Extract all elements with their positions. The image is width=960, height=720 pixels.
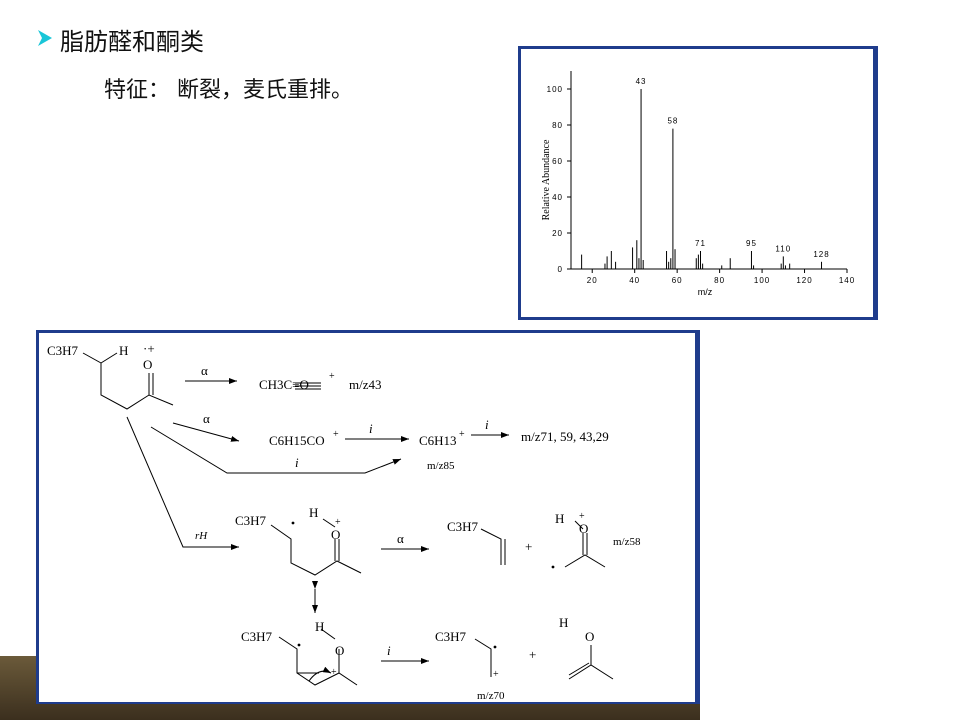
label-radical-cation: ·+ xyxy=(143,341,155,356)
slide-subtitle: 特征： 断裂，麦氏重排。 xyxy=(104,78,353,103)
label-ion-43: CH3C≡O xyxy=(259,377,309,392)
label-o-1: O xyxy=(143,357,152,372)
label-h-5: H xyxy=(559,615,568,630)
label-plus-9: + xyxy=(529,647,536,662)
peak-label: 58 xyxy=(667,117,678,126)
label-mz70: m/z70 xyxy=(477,690,505,702)
label-o-2: O xyxy=(331,527,340,542)
peak-label: 128 xyxy=(813,250,829,259)
label-o-5: O xyxy=(585,629,594,644)
label-h-1: H xyxy=(119,343,128,358)
label-ion-c6h15co: C6H15CO xyxy=(269,433,325,448)
peak-label: 71 xyxy=(695,239,706,248)
label-mz-series: m/z71, 59, 43,29 xyxy=(521,429,609,444)
long-i-arrow xyxy=(150,426,402,474)
y-tick-label: 0 xyxy=(558,265,563,274)
label-mz85: m/z85 xyxy=(427,460,455,472)
y-tick-label: 80 xyxy=(552,121,563,130)
label-plus-5: + xyxy=(525,539,532,554)
label-alpha-3: α xyxy=(397,531,404,546)
label-i-1: i xyxy=(369,421,373,436)
label-mz58: m/z58 xyxy=(613,536,641,548)
fragmentation-scheme: C3H7 H ·+ O α CH3C≡O + m/z43 α C6H15CO +… xyxy=(47,341,641,702)
x-tick-label: 100 xyxy=(754,276,770,285)
peak-label: 95 xyxy=(746,239,757,248)
label-alpha-1: α xyxy=(201,363,208,378)
label-rh: rH xyxy=(195,530,208,542)
label-c3h7-1: C3H7 xyxy=(47,343,79,358)
start-molecule-bonds xyxy=(82,352,174,410)
y-tick-label: 100 xyxy=(547,85,563,94)
label-i-2: i xyxy=(485,417,489,432)
x-tick-label: 40 xyxy=(629,276,640,285)
label-h-4: H xyxy=(315,619,324,634)
label-i-4: i xyxy=(387,643,391,658)
x-tick-label: 140 xyxy=(839,276,855,285)
x-axis-label: m/z xyxy=(698,287,713,297)
bullet-arrow-icon xyxy=(38,30,52,46)
label-plus-8: + xyxy=(493,669,499,680)
label-h-2: H xyxy=(309,505,318,520)
x-tick-label: 80 xyxy=(714,276,725,285)
y-tick-label: 40 xyxy=(552,193,563,202)
rh-arrow xyxy=(126,416,239,550)
peak-label: 43 xyxy=(636,77,647,86)
x-tick-label: 60 xyxy=(672,276,683,285)
label-plus-6: + xyxy=(579,511,585,522)
y-tick-label: 20 xyxy=(552,229,563,238)
alpha-arrow-2 xyxy=(172,422,240,442)
intermediate-bonds xyxy=(270,524,362,576)
label-plus-7: + xyxy=(331,667,337,678)
label-plus-4: + xyxy=(335,517,341,528)
x-tick-label: 120 xyxy=(796,276,812,285)
background-strip-white xyxy=(700,656,960,720)
label-o-3: O xyxy=(579,521,588,536)
label-alpha-2: α xyxy=(203,411,210,426)
label-plus-1: + xyxy=(329,371,335,382)
peak-label: 110 xyxy=(775,244,791,253)
y-tick-label: 60 xyxy=(552,157,563,166)
label-mz43: m/z43 xyxy=(349,377,382,392)
x-tick-label: 20 xyxy=(587,276,598,285)
slide-title: 脂肪醛和酮类 xyxy=(60,28,204,56)
fragmentation-scheme-panel: C3H7 H ·+ O α CH3C≡O + m/z43 α C6H15CO +… xyxy=(36,330,700,704)
label-c3h7-2: C3H7 xyxy=(235,513,267,528)
label-i-3: i xyxy=(295,455,299,470)
label-c3h7-5: C3H7 xyxy=(435,629,467,644)
label-c3h7-4: C3H7 xyxy=(241,629,273,644)
label-h-3: H xyxy=(555,511,564,526)
label-c3h7-3: C3H7 xyxy=(447,519,479,534)
label-plus-2: + xyxy=(333,429,339,440)
label-ion-c6h13: C6H13 xyxy=(419,433,457,448)
mass-spectrum-panel: 20 40 60 80 100 120 140 0 20 40 60 80 100 43 58 71 95 110… xyxy=(518,46,878,320)
y-axis-label: Relative Abundance xyxy=(541,139,552,220)
label-plus-3: + xyxy=(459,429,465,440)
label-o-4: O xyxy=(335,643,344,658)
mass-spectrum-chart: 20 40 60 80 100 120 140 0 20 40 60 80 100 43 58 71 95 110… xyxy=(541,71,855,297)
